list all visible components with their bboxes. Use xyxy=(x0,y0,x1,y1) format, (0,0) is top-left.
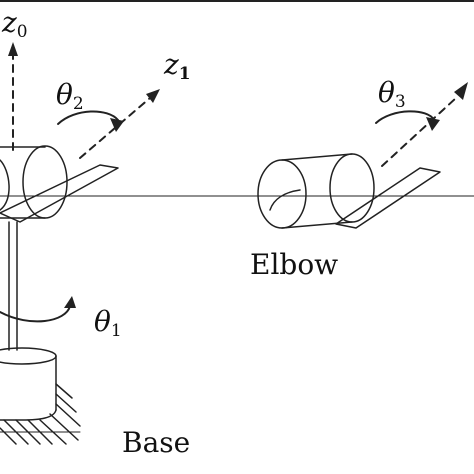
base-label: Base xyxy=(122,426,190,459)
z1-label: z1 xyxy=(163,48,191,84)
z0-axis xyxy=(8,42,18,151)
base-cylinder xyxy=(0,347,57,421)
shoulder-cylinder xyxy=(0,145,68,219)
theta3-rotation-arrow xyxy=(375,110,440,131)
vertical-link xyxy=(8,221,18,351)
z2-axis xyxy=(381,82,468,167)
z0-label: z0 xyxy=(1,6,28,42)
ground-hatching xyxy=(0,383,81,445)
theta3-label: θ3 xyxy=(378,76,406,112)
elbow-label: Elbow xyxy=(250,248,338,281)
theta2-rotation-arrow xyxy=(57,110,124,132)
elbow-cylinder xyxy=(257,153,375,229)
theta2-label: θ2 xyxy=(56,78,84,114)
theta1-label: θ1 xyxy=(94,305,122,341)
theta1-rotation-arrow xyxy=(0,296,76,323)
elbow-plate xyxy=(335,167,441,229)
shoulder-plate xyxy=(0,164,119,223)
